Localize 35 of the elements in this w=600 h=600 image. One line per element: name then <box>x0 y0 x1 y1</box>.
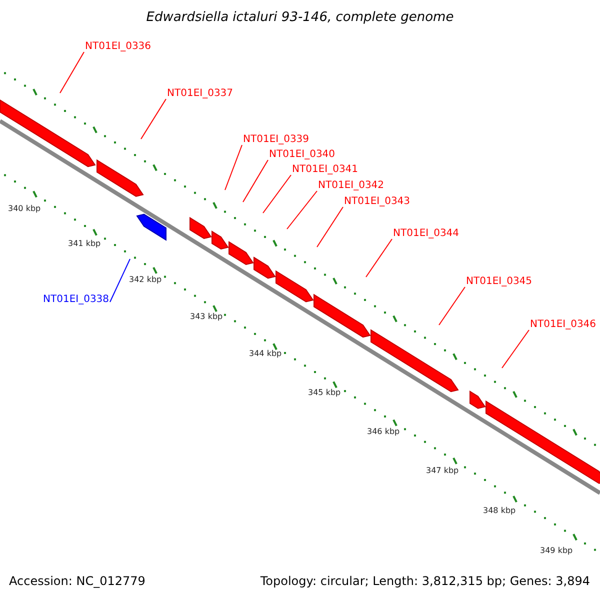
footer-text: Topology: circular; Length: 3,812,315 bp; Genes: 3,894 <box>260 574 590 588</box>
scale-label: 345 kbp <box>308 388 341 398</box>
gene-label: NT01EI_0344 <box>393 228 460 240</box>
scale-label: 343 kbp <box>190 312 223 322</box>
leader-line <box>60 52 84 94</box>
scale-label: 346 kbp <box>367 427 400 437</box>
gene-label: NT01EI_0341 <box>292 164 358 176</box>
leader-line <box>242 160 268 202</box>
leader-line <box>438 286 466 326</box>
leader-line <box>140 98 166 140</box>
gene-label: NT01EI_0345 <box>466 276 532 288</box>
scale-label: 349 kbp <box>540 546 573 556</box>
leader-line <box>286 190 318 230</box>
gene-label: NT01EI_0337 <box>167 88 234 100</box>
scale-label: 340 kbp <box>8 204 41 214</box>
scale-label: 344 kbp <box>249 349 282 359</box>
gene-label: NT01EI_0338 <box>43 294 110 306</box>
title: Edwardsiella ictaluri 93-146, complete genome <box>145 10 455 25</box>
gene-label: NT01EI_0336 <box>85 41 152 53</box>
leader-line <box>224 144 242 190</box>
scale-label: 348 kbp <box>483 506 516 516</box>
leader-line <box>316 206 344 248</box>
leader-line <box>110 258 130 302</box>
gene-label: NT01EI_0339 <box>243 134 310 146</box>
leader-line <box>262 174 292 214</box>
footer-text: Accession: NC_012779 <box>9 574 146 588</box>
scale-label: 347 kbp <box>426 466 459 476</box>
leader-line <box>366 238 392 278</box>
leader-line <box>502 330 530 368</box>
gene-label: NT01EI_0342 <box>318 180 384 192</box>
gene-label: NT01EI_0340 <box>269 149 336 161</box>
scale-label: 342 kbp <box>129 275 162 285</box>
gene-label: NT01EI_0346 <box>530 319 596 331</box>
gene-label: NT01EI_0343 <box>344 196 410 208</box>
scale-label: 341 kbp <box>68 239 101 249</box>
